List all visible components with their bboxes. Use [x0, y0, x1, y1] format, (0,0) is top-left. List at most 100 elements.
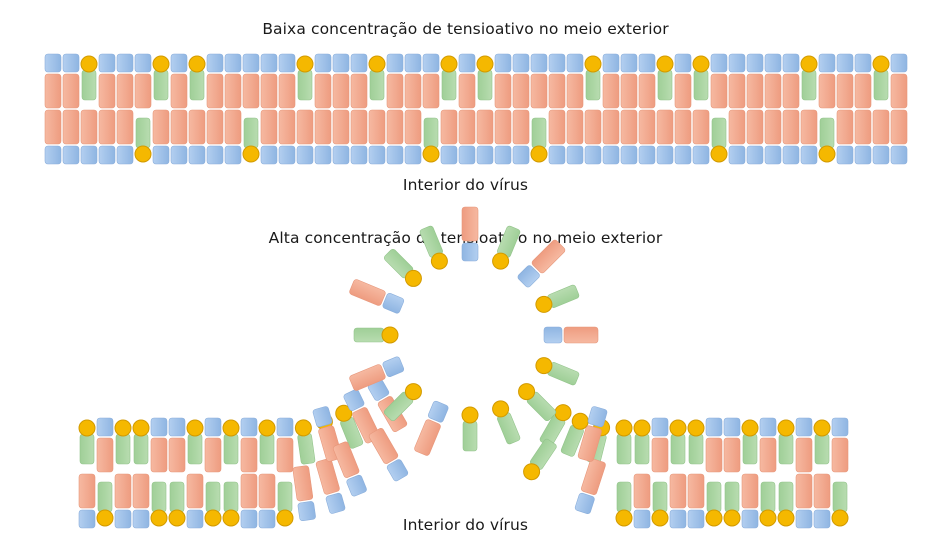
lipid-head: [687, 509, 705, 529]
lipid-tail: [276, 437, 294, 473]
surfactant-molecule: [80, 55, 98, 101]
lipid-molecule: [315, 458, 346, 514]
surfactant-tail: [135, 117, 151, 149]
lipid-tail: [782, 73, 800, 109]
lipid-molecule: [651, 417, 669, 473]
lipid-head: [638, 145, 656, 165]
surfactant-tail: [778, 433, 794, 465]
lipid-head: [723, 417, 741, 437]
lipid-head: [188, 145, 206, 165]
lipid-tail: [581, 458, 606, 495]
surfactant-molecule: [294, 419, 316, 465]
surfactant-head: [134, 145, 152, 163]
lipid-tail: [656, 109, 674, 145]
surfactant-head: [687, 419, 705, 437]
lipid-tail: [723, 437, 741, 473]
lipid-tail: [188, 109, 206, 145]
surfactant-tail: [832, 481, 848, 513]
lipid-head: [494, 145, 512, 165]
lipid-molecule: [170, 53, 188, 109]
lipid-tail: [651, 437, 669, 473]
lipid-head: [692, 145, 710, 165]
surfactant-head: [584, 55, 602, 73]
surfactant-tail: [353, 327, 385, 343]
lipid-molecule: [204, 417, 222, 473]
lipid-molecule: [890, 53, 908, 109]
surfactant-molecule: [204, 481, 222, 527]
lipid-head: [382, 356, 405, 377]
surfactant-head: [692, 55, 710, 73]
lipid-tail: [332, 109, 350, 145]
surfactant-molecule: [440, 55, 458, 101]
lipid-tail: [116, 73, 134, 109]
lipid-molecule: [260, 109, 278, 165]
surfactant-molecule: [222, 481, 240, 527]
surfactant-head: [152, 55, 170, 73]
lipid-molecule: [314, 109, 332, 165]
lipid-molecule: [746, 53, 764, 109]
surfactant-molecule: [150, 481, 168, 527]
surfactant-tail: [169, 481, 185, 513]
lipid-tail: [62, 73, 80, 109]
lipid-molecule: [224, 53, 242, 109]
lipid-tail: [710, 73, 728, 109]
surfactant-head: [571, 412, 589, 430]
lipid-tail: [44, 109, 62, 145]
lipid-head: [746, 53, 764, 73]
lipid-tail: [836, 109, 854, 145]
lipid-head: [710, 53, 728, 73]
surfactant-head: [186, 419, 204, 437]
surfactant-molecule: [242, 117, 260, 163]
lipid-tail: [813, 473, 831, 509]
lipid-tail: [98, 109, 116, 145]
surfactant-tail: [259, 433, 275, 465]
lipid-molecule: [512, 109, 530, 165]
micelle-core: [448, 313, 492, 357]
surfactant-head: [168, 509, 186, 527]
lipid-tail: [633, 473, 651, 509]
lipid-molecule: [669, 473, 687, 529]
lipid-molecule: [692, 109, 710, 165]
lipid-head: [782, 53, 800, 73]
lipid-molecule: [602, 109, 620, 165]
surfactant-molecule: [539, 404, 572, 447]
lipid-molecule: [116, 53, 134, 109]
lipid-head: [795, 417, 813, 437]
surfactant-molecule: [535, 284, 580, 313]
lipid-head: [80, 145, 98, 165]
lipid-head: [297, 501, 316, 522]
lipid-molecule: [44, 109, 62, 165]
lipid-tail: [674, 73, 692, 109]
surfactant-tail: [670, 433, 686, 465]
lipid-tail: [368, 428, 399, 464]
lipid-head: [890, 145, 908, 165]
surfactant-tail: [223, 433, 239, 465]
top-interior-label: Interior do vírus: [402, 176, 529, 194]
surfactant-molecule: [188, 55, 206, 101]
lipid-head: [134, 53, 152, 73]
surfactant-head: [80, 55, 98, 73]
lipid-molecule: [386, 109, 404, 165]
lipid-tail: [186, 473, 204, 509]
surfactant-tail: [652, 481, 668, 513]
lipid-molecule: [782, 109, 800, 165]
lipid-molecule: [705, 417, 723, 473]
lipid-tail: [224, 109, 242, 145]
lipid-head: [574, 492, 595, 514]
lipid-head: [854, 53, 872, 73]
surfactant-tail: [277, 481, 293, 513]
lipid-molecule: [854, 53, 872, 109]
surfactant-molecule: [692, 55, 710, 101]
lipid-tail: [831, 437, 849, 473]
lipid-head: [764, 145, 782, 165]
lipid-head: [96, 417, 114, 437]
lipid-head: [332, 145, 350, 165]
lipid-molecule: [638, 109, 656, 165]
lipid-tail: [746, 73, 764, 109]
lipid-molecule: [224, 109, 242, 165]
lipid-tail: [746, 109, 764, 145]
lipid-head: [44, 53, 62, 73]
lipid-head: [260, 53, 278, 73]
lipid-molecule: [332, 441, 367, 497]
lipid-head: [764, 53, 782, 73]
